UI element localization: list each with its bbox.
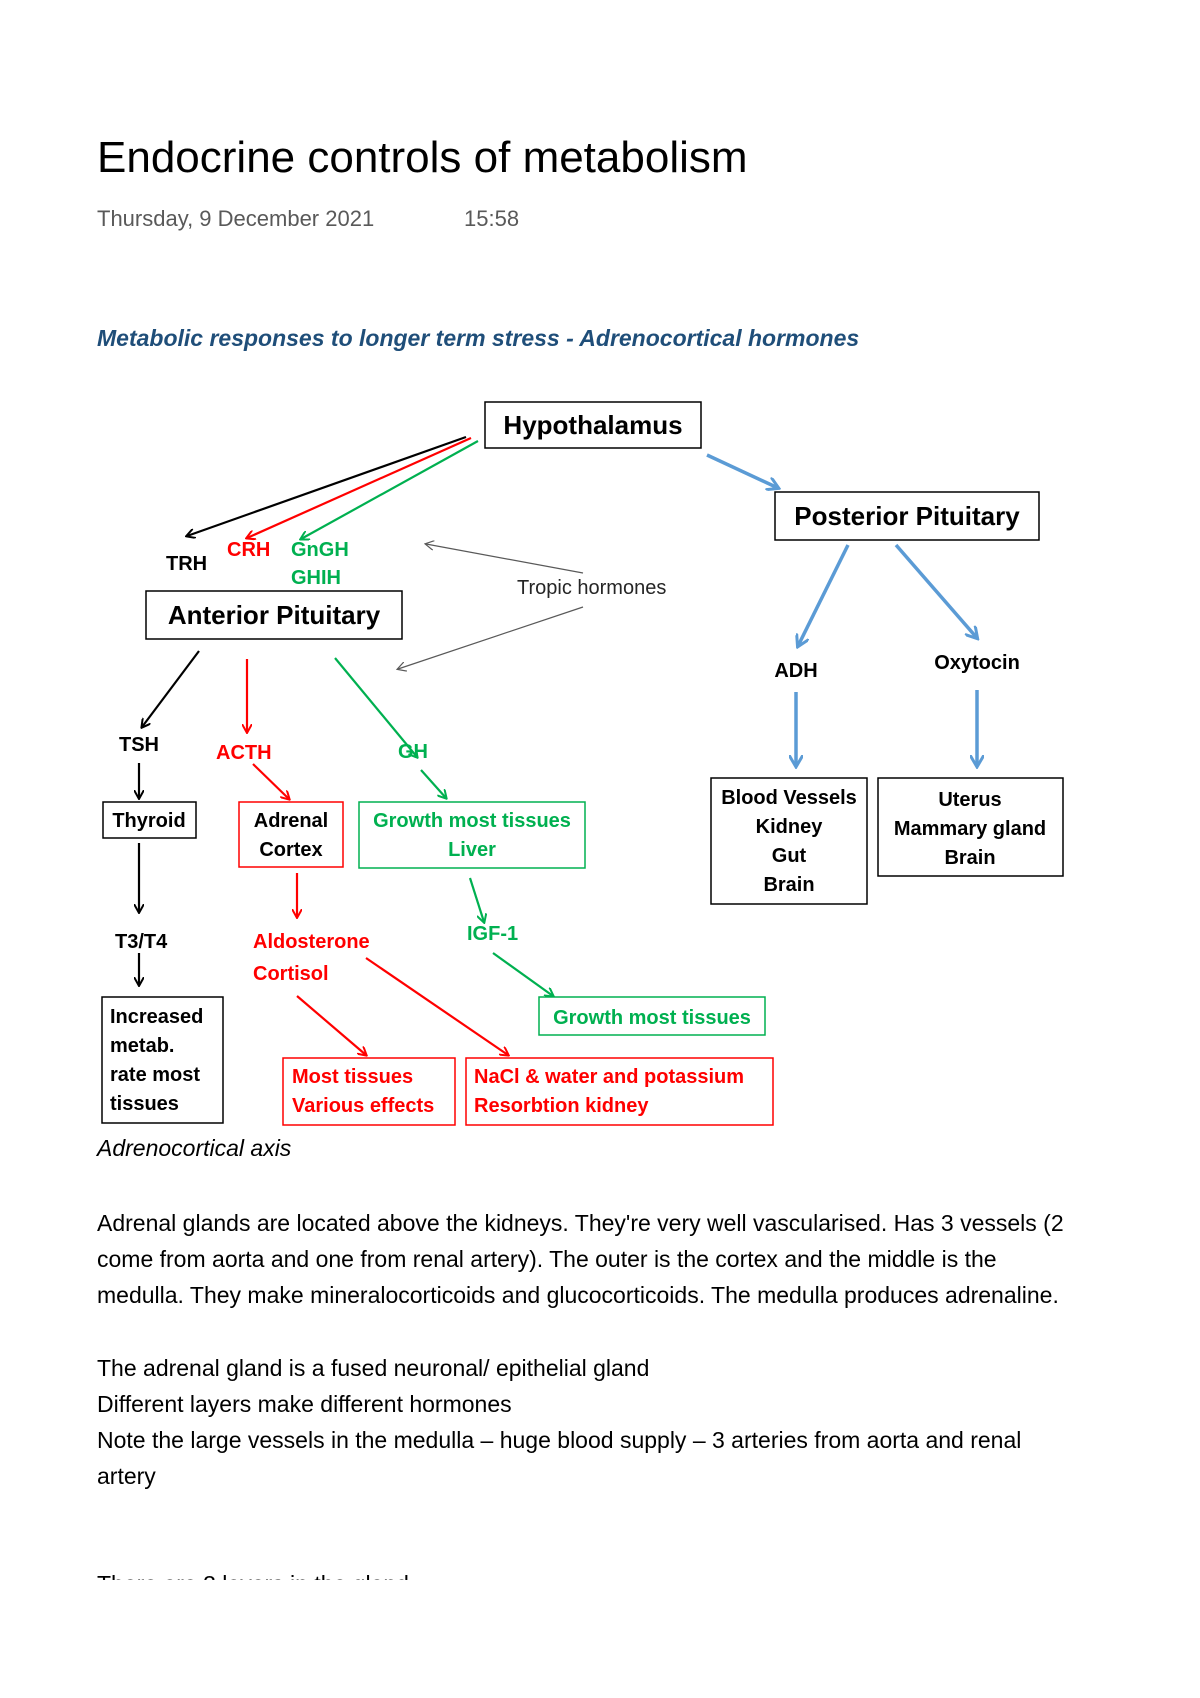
oxytocin-target-3: Brain [944,847,995,869]
paragraph-2-line-3: Note the large vessels in the medulla – … [97,1427,1022,1453]
arrow-gh [334,657,417,757]
most-tissues-line-1: Most tissues [292,1066,413,1088]
adh-target-4: Brain [763,874,814,896]
adh-targets-box [710,777,868,905]
gh-label: GH [398,741,428,763]
page-title: Endocrine controls of metabolism [97,133,748,182]
ghih-label: GHIH [291,567,341,589]
adrenocortical-axis-diagram: Hypothalamus Posterior Pituitary Anterio… [101,401,1064,1126]
growth-most-tissues-box [538,996,766,1036]
anterior-pituitary-box [145,590,403,640]
arrow-igf1-growth [492,952,553,996]
arrow-liver-igf1 [468,877,484,922]
paragraph-1-line-3: medulla. They make mineralocorticoids an… [97,1282,1059,1308]
adh-target-3: Gut [772,845,807,867]
growth-liver-label-1: Growth most tissues [373,810,571,832]
paragraph-2-line-4: artery [97,1463,156,1489]
posterior-pituitary-label: Posterior Pituitary [794,501,1020,531]
adh-target-2: Kidney [756,816,824,838]
paragraph-3-line-1: There are 3 layers in the gland [97,1571,409,1597]
growth-most-tissues-label: Growth most tissues [553,1007,751,1029]
aldosterone-label: Aldosterone [253,931,370,953]
arrow-cortisol-most-tissues [296,995,366,1055]
paragraph-2-line-2: Different layers make different hormones [97,1391,512,1417]
diagram-caption: Adrenocortical axis [97,1135,292,1161]
growth-liver-label-2: Liver [448,839,496,861]
oxytocin-target-2: Mammary gland [894,818,1046,840]
crh-label: CRH [227,539,270,561]
most-tissues-line-2: Various effects [292,1095,434,1117]
nacl-line-1: NaCl & water and potassium [474,1066,744,1088]
tropic-hormones-label: Tropic hormones [517,577,666,599]
arrow-crh [247,436,472,538]
arrow-aldosterone-nacl [365,957,508,1055]
arrow-posterior-adh [798,544,850,646]
t3t4-label: T3/T4 [115,931,168,953]
cortisol-label: Cortisol [253,963,329,985]
section-heading: Metabolic responses to longer term stres… [97,325,860,351]
anterior-pituitary-label: Anterior Pituitary [168,600,381,630]
hypothalamus-box [484,401,702,449]
page-time: 15:58 [464,206,520,231]
arrow-gh-growth [420,769,446,798]
tsh-label: TSH [119,734,159,756]
increased-metab-box [101,996,224,1124]
acth-label: ACTH [216,742,272,764]
paragraph-2-line-1: The adrenal gland is a fused neuronal/ e… [97,1355,650,1381]
oxytocin-target-1: Uterus [938,789,1001,811]
paragraph-1-line-2: come from aorta and one from renal arter… [97,1246,997,1272]
adrenal-cortex-box [238,801,344,868]
page-date: Thursday, 9 December 2021 [97,206,375,231]
increased-metab-line-2: metab. [110,1035,174,1057]
tropic-arrow-down [398,606,584,669]
gngh-label: GnGH [291,539,349,561]
trh-label: TRH [166,553,207,575]
arrow-tsh [142,650,200,727]
increased-metab-line-3: rate most [110,1064,200,1086]
igf1-label: IGF-1 [467,923,518,945]
adrenal-label: Adrenal [254,810,328,832]
oxytocin-label: Oxytocin [934,652,1020,674]
arrow-posterior-oxytocin [894,543,977,638]
adh-target-1: Blood Vessels [721,787,857,809]
paragraph-1-line-1: Adrenal glands are located above the kid… [97,1210,1064,1236]
growth-liver-box [358,801,586,869]
nacl-box [465,1057,774,1126]
nacl-line-2: Resorbtion kidney [474,1095,649,1117]
increased-metab-line-4: tissues [110,1093,179,1115]
thyroid-label: Thyroid [112,810,185,832]
posterior-pituitary-box [774,491,1040,541]
arrow-acth-adrenal [252,763,289,799]
thyroid-box [102,801,197,839]
tropic-arrow-up [426,544,584,574]
arrow-gngh [301,440,479,539]
adh-label: ADH [774,660,817,682]
hypothalamus-label: Hypothalamus [503,410,682,440]
arrow-trh [187,435,467,536]
oxytocin-targets-box [877,777,1064,877]
most-tissues-box [282,1057,456,1126]
arrow-hypothalamus-posterior [706,453,778,488]
cortex-label: Cortex [259,839,322,861]
increased-metab-line-1: Increased [110,1006,203,1028]
